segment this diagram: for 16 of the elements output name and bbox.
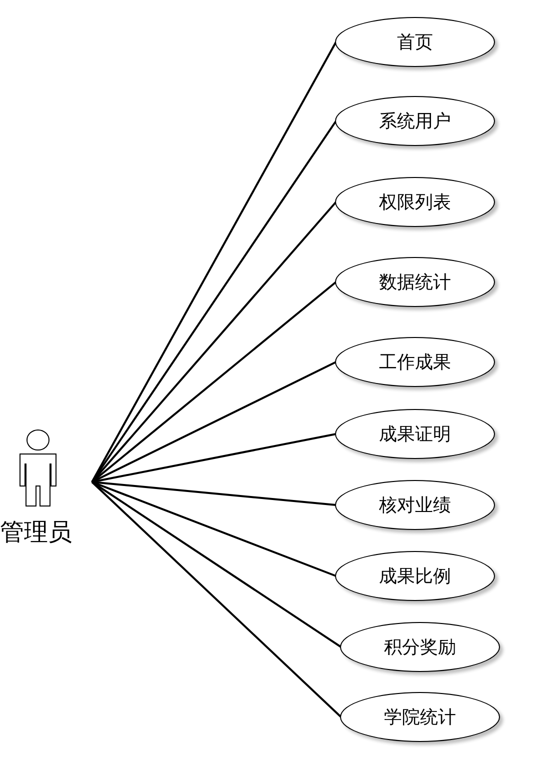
use-case-label: 权限列表 <box>379 191 451 214</box>
association-line <box>91 201 337 483</box>
association-line <box>92 481 336 577</box>
use-case-label: 工作成果 <box>379 351 451 374</box>
use-case-label: 核对业绩 <box>379 494 451 517</box>
use-case-label: 数据统计 <box>379 271 451 294</box>
association-line <box>91 481 342 648</box>
use-case-label: 学院统计 <box>384 706 456 729</box>
use-case-label: 成果证明 <box>379 423 451 446</box>
association-line <box>91 481 342 718</box>
use-case-label: 首页 <box>397 31 433 54</box>
association-line <box>91 42 337 482</box>
use-case-label: 积分奖励 <box>384 636 456 659</box>
actor-label: 管理员 <box>0 517 72 548</box>
use-case-label: 系统用户 <box>379 110 451 133</box>
use-case-label: 成果比例 <box>379 565 451 588</box>
